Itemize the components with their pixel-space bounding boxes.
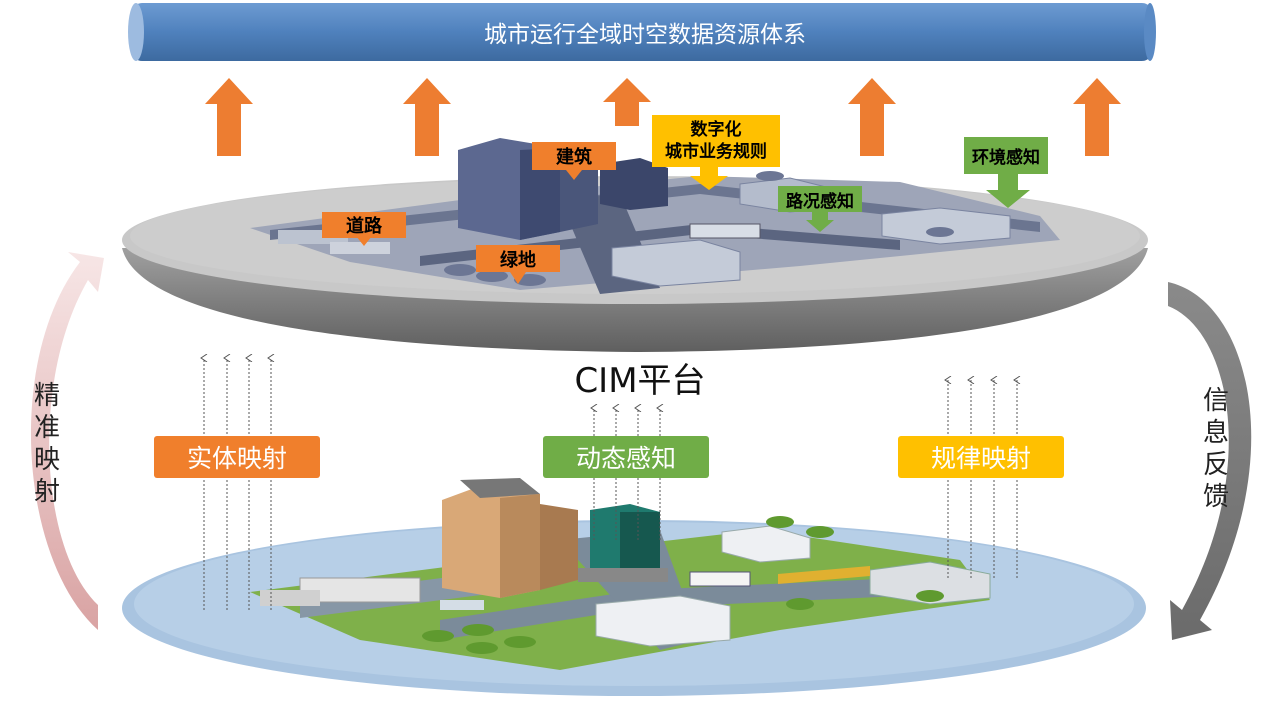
tag-pointers <box>356 166 1030 284</box>
ground-city <box>250 478 991 670</box>
up-arrow-4 <box>848 78 896 156</box>
up-arrow-5 <box>1073 78 1121 156</box>
upward-arrows <box>205 78 1121 156</box>
pointer-road-sensing <box>806 212 834 232</box>
tag-greenland: 绿地 <box>476 245 560 272</box>
tag-road-sensing: 路况感知 <box>778 186 862 212</box>
data-resource-banner <box>128 3 1156 61</box>
right-cycle-arrow <box>1168 282 1252 640</box>
banner-title: 城市运行全域时空数据资源体系 <box>484 22 806 48</box>
pointer-greenland <box>510 272 526 284</box>
tag-business-rules: 数字化 城市业务规则 <box>652 115 780 167</box>
platform-title: CIM平台 <box>574 360 706 401</box>
pointer-road <box>356 236 372 246</box>
up-arrow-3 <box>603 78 651 126</box>
pointer-building <box>566 170 582 180</box>
tag-building: 建筑 <box>532 142 616 170</box>
left-cycle-arrow <box>30 252 104 630</box>
up-arrow-2 <box>403 78 451 156</box>
left-cycle-label: 精 准 映 射 <box>33 381 60 507</box>
pointer-environment <box>986 174 1030 208</box>
pointer-business-rules <box>690 166 728 190</box>
pattern-mapping-box: 规律映射 <box>898 436 1064 478</box>
dynamic-sensing-box: 动态感知 <box>543 436 709 478</box>
up-arrow-1 <box>205 78 253 156</box>
right-cycle-label: 信 息 反 馈 <box>1202 386 1229 512</box>
tag-environment-sensing: 环境感知 <box>964 137 1048 174</box>
tag-road: 道路 <box>322 212 406 238</box>
entity-mapping-box: 实体映射 <box>154 436 320 478</box>
